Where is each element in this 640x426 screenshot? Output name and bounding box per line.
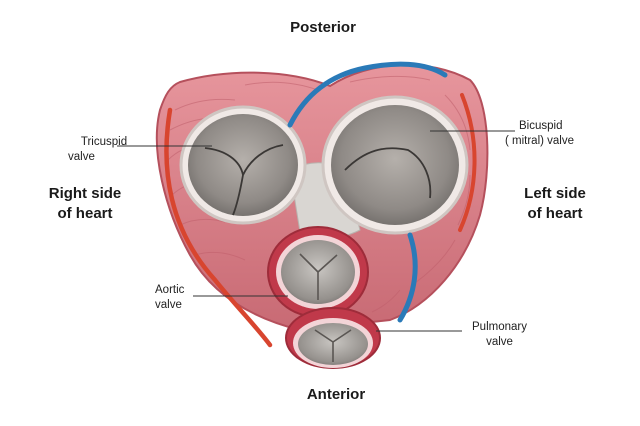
- aortic-valve: [267, 226, 369, 318]
- left-side-line1: Left side: [524, 185, 586, 202]
- right-side-line1: Right side: [48, 185, 122, 202]
- tricuspid-label-line1: Tricuspid: [80, 136, 128, 148]
- bicuspid-label: Bicuspid ( mitral) valve: [505, 119, 615, 149]
- left-side-line2: of heart: [527, 205, 583, 222]
- anterior-label: Anterior: [306, 386, 366, 403]
- pulmonary-label: Pulmonary valve: [462, 320, 537, 350]
- tricuspid-label-line2: valve: [68, 151, 95, 163]
- leader-lines: [117, 130, 515, 332]
- right-coronary-artery: [164, 107, 273, 348]
- right-side-label: Right side of heart: [30, 184, 140, 224]
- bicuspid-label-line2: ( mitral) valve: [505, 135, 575, 147]
- bicuspid-label-line1: Bicuspid: [519, 120, 563, 132]
- coronary-vein: [287, 61, 448, 323]
- aortic-label: Aortic valve: [155, 283, 215, 313]
- bicuspid-valve: [321, 95, 469, 235]
- tricuspid-label: Tricuspid valve: [68, 135, 140, 165]
- right-side-line2: of heart: [57, 205, 113, 222]
- tricuspid-valve: [179, 105, 307, 225]
- left-side-label: Left side of heart: [500, 184, 610, 224]
- left-coronary-artery: [458, 93, 477, 232]
- aortic-label-line2: valve: [155, 299, 182, 311]
- pulmonary-valve: [285, 307, 381, 369]
- pulmonary-label-line1: Pulmonary: [472, 321, 527, 333]
- posterior-label: Posterior: [290, 19, 356, 36]
- pulmonary-label-line2: valve: [486, 336, 513, 348]
- aortic-label-line1: Aortic: [155, 284, 185, 296]
